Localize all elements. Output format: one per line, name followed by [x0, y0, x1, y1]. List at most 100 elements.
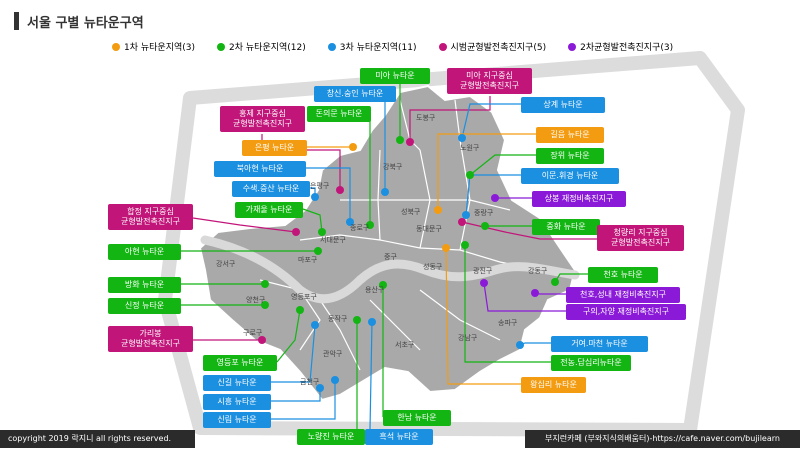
area-label-text: 노량진 뉴타운 — [307, 432, 355, 441]
district-label: 동대문구 — [416, 225, 442, 233]
footer-source: 부지런카페 (부와지식의배움터)-https://cafe.naver.com/… — [525, 430, 800, 448]
location-marker — [311, 321, 319, 329]
area-label-text: 균형발전촉진지구 — [460, 81, 519, 90]
area-label-ahyeon[interactable]: 아현 뉴타운 — [108, 244, 181, 260]
area-label-text: 방화 뉴타운 — [124, 280, 165, 289]
district-label: 강남구 — [458, 334, 478, 342]
leader-line — [192, 217, 297, 233]
area-label-eunpyeong[interactable]: 은평 뉴타운 — [242, 140, 307, 156]
area-label-text: 구의,자양 재정비촉진지구 — [582, 307, 670, 316]
location-marker — [516, 341, 524, 349]
location-marker — [292, 228, 300, 236]
area-label-text: 북아현 뉴타운 — [236, 164, 284, 173]
area-label-junghwa[interactable]: 중화 뉴타운 — [532, 219, 600, 235]
district-label: 관악구 — [323, 350, 343, 358]
area-label-cheonho[interactable]: 천호 뉴타운 — [588, 267, 658, 283]
district-label: 노원구 — [460, 144, 480, 152]
leader-line — [302, 208, 323, 233]
district-label: 종로구 — [350, 224, 370, 232]
district-label: 동작구 — [328, 315, 348, 323]
area-label-text: 미아 뉴타운 — [375, 71, 415, 80]
location-marker — [296, 306, 304, 314]
area-label-donuimun[interactable]: 돈의문 뉴타운 — [307, 106, 371, 122]
area-label-jangwi[interactable]: 장위 뉴타운 — [536, 148, 604, 164]
location-marker — [314, 247, 322, 255]
area-label-gajaeul[interactable]: 가재울 뉴타운 — [235, 202, 303, 218]
location-marker — [480, 279, 488, 287]
page-title: 서울 구별 뉴타운구역 — [14, 12, 144, 31]
leader-line — [469, 154, 536, 176]
area-label-sangbong[interactable]: 상봉 재정비촉진지구 — [532, 191, 626, 207]
area-label-sanggye[interactable]: 상계 뉴타운 — [521, 97, 605, 113]
area-label-text: 전농.답십리뉴타운 — [560, 358, 622, 367]
area-label-susaek[interactable]: 수색.증산 뉴타운 — [232, 181, 310, 197]
area-label-gileum[interactable]: 길음 뉴타운 — [536, 127, 604, 143]
area-label-banghwa[interactable]: 방화 뉴타운 — [108, 277, 181, 293]
area-label-text: 장위 뉴타운 — [550, 151, 590, 160]
leader-line — [519, 342, 551, 346]
location-marker — [466, 171, 474, 179]
legend-label: 시범균형발전촉진지구(5) — [450, 43, 547, 53]
leader-line — [306, 167, 351, 222]
leader-line — [483, 282, 566, 312]
area-label-georyeo[interactable]: 거여.마천 뉴타운 — [551, 336, 648, 352]
location-marker — [481, 222, 489, 230]
location-marker — [396, 136, 404, 144]
leader-line — [464, 245, 551, 363]
location-marker — [349, 143, 357, 151]
location-marker — [442, 244, 450, 252]
district-label: 영등포구 — [291, 293, 317, 301]
location-marker — [261, 301, 269, 309]
legend-item: 2차 뉴타운지역(12) — [217, 40, 306, 53]
location-marker — [336, 186, 344, 194]
location-marker — [462, 211, 470, 219]
area-label-guui[interactable]: 구의,자양 재정비촉진지구 — [566, 304, 686, 320]
area-label-siheung[interactable]: 시흥 뉴타운 — [203, 394, 271, 410]
area-label-bugahyeon[interactable]: 북아현 뉴타운 — [214, 161, 306, 177]
location-marker — [551, 278, 559, 286]
area-label-sillim[interactable]: 신림 뉴타운 — [203, 412, 271, 428]
area-label-jeonnong[interactable]: 전농.답십리뉴타운 — [551, 355, 631, 371]
legend-label: 2차균형발전촉진지구(3) — [580, 43, 674, 53]
district-label: 용산구 — [365, 286, 385, 294]
area-label-imun[interactable]: 이문.휘경 뉴타운 — [521, 168, 619, 184]
area-label-text: 청량리 지구중심 — [613, 228, 668, 237]
legend-dot — [217, 42, 226, 51]
area-label-yeongdeungpo[interactable]: 영등포 뉴타운 — [203, 355, 277, 371]
legend-item: 1차 뉴타운지역(3) — [112, 40, 195, 53]
leader-line — [271, 388, 321, 402]
area-label-text: 균형발전촉진지구 — [611, 238, 670, 247]
location-marker — [531, 289, 539, 297]
area-label-text: 상계 뉴타운 — [543, 100, 583, 109]
area-label-text: 창신.숭인 뉴타운 — [326, 89, 384, 98]
area-label-mia[interactable]: 미아 뉴타운 — [360, 68, 430, 84]
district-label: 은평구 — [310, 182, 330, 190]
area-label-text: 천호,성내 재정비촉진지구 — [579, 290, 667, 299]
legend-dot — [112, 42, 120, 51]
area-label-heukseok[interactable]: 흑석 뉴타운 — [365, 429, 433, 445]
area-label-text: 영등포 뉴타운 — [216, 358, 264, 367]
area-label-hannam[interactable]: 한남 뉴타운 — [383, 410, 451, 426]
leader-line — [276, 309, 301, 363]
area-label-changsin[interactable]: 창신.숭인 뉴타운 — [314, 86, 396, 102]
area-label-cheonho-seongnae[interactable]: 천호,성내 재정비촉진지구 — [566, 287, 680, 303]
district-label: 성북구 — [401, 208, 421, 216]
seoul-outline — [198, 84, 577, 402]
area-label-sinjeong[interactable]: 신정 뉴타운 — [108, 298, 181, 314]
area-label-noryangjin[interactable]: 노량진 뉴타운 — [297, 429, 365, 445]
area-label-text: 신정 뉴타운 — [124, 301, 165, 310]
district-label: 강북구 — [383, 163, 403, 171]
area-label-wangsimni[interactable]: 왕십리 뉴타운 — [521, 377, 586, 393]
legend-dot — [568, 42, 577, 51]
location-marker — [491, 194, 499, 202]
leader-line — [271, 380, 336, 420]
location-marker — [331, 376, 339, 384]
area-label-text: 신림 뉴타운 — [217, 415, 257, 424]
location-marker — [316, 384, 324, 392]
area-label-singil[interactable]: 신길 뉴타운 — [203, 375, 271, 391]
